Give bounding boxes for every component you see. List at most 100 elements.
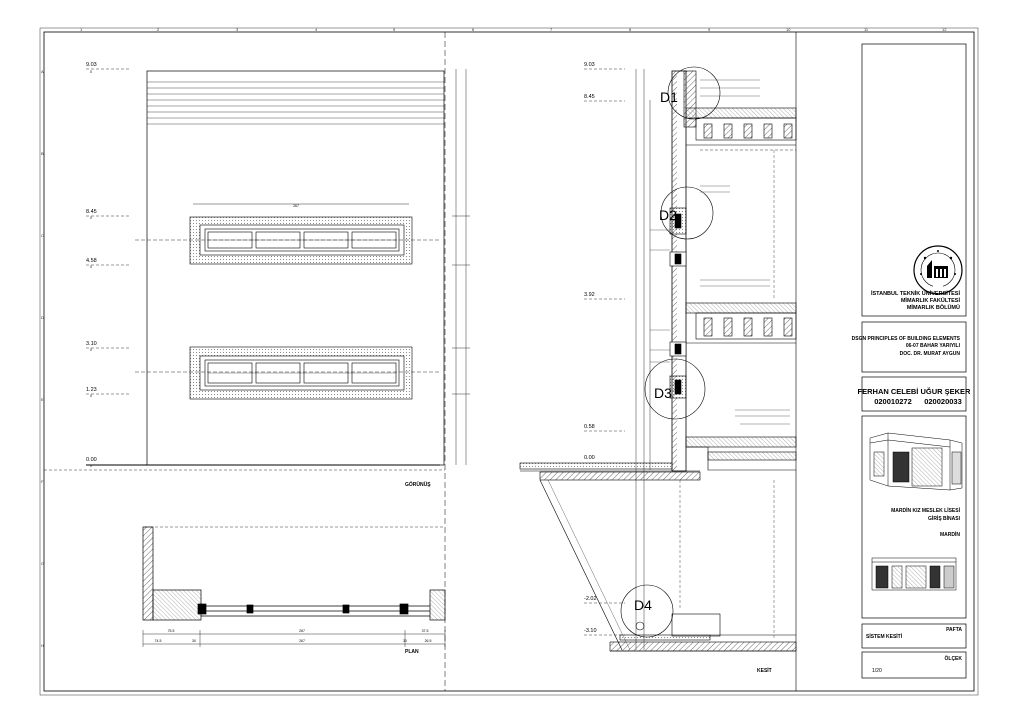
detail-d4-label: D4 (634, 597, 652, 613)
elevation-view: 9.03 8.45 4.58 3.10 1.23 0.00 0 0 0 0 0 … (86, 62, 470, 488)
grid-number: 3 (236, 27, 239, 32)
plan-dimensions (142, 630, 446, 647)
plan-title: PLAN (405, 649, 419, 655)
level-label: 8.45 (86, 209, 97, 215)
detail-d1-circle (667, 66, 721, 120)
level-tick: 0 (90, 348, 92, 352)
facade-outline (146, 70, 445, 466)
level-label: 0.00 (584, 455, 595, 461)
grid-letter: H (41, 643, 44, 648)
plan-dimension: 26.5 (425, 639, 432, 643)
level-tick: 0 (90, 394, 92, 398)
grid-number: 9 (708, 27, 711, 32)
grid-letter: F (41, 479, 44, 484)
level-label: -3.10 (584, 628, 597, 634)
ground-slab (685, 436, 797, 471)
detail-d4-circle (620, 584, 674, 638)
upper-window: 267 (189, 203, 413, 265)
grid-number: 4 (315, 27, 318, 32)
plan-dimension: 30 (192, 639, 196, 643)
plan-view: 75.5 267 37.5 74.5 30 267 30 26.5 PLAN (142, 526, 446, 655)
scale-value: 1/20 (872, 668, 882, 674)
student-id-1: 020010272 (874, 397, 912, 406)
middle-slab (685, 302, 797, 344)
project-building: GİRİŞ BİNASI (928, 515, 961, 522)
level-tick: 0 (90, 216, 92, 220)
student-names: FERHAN CELEBİ UĞUR ŞEKER (858, 387, 972, 396)
grid-letter: G (41, 561, 44, 566)
sheet-label: PAFTA (946, 627, 962, 633)
building-elevation-image (871, 557, 957, 591)
plan-dimension: 267 (299, 639, 305, 643)
grid-number: 10 (786, 27, 791, 32)
window-width-dimension: 267 (293, 204, 299, 208)
detail-d3-label: D3 (654, 385, 672, 401)
university-name: İSTANBUL TEKNİK ÜNİVERSİTESİ (871, 290, 960, 297)
building-perspective-image (869, 432, 963, 491)
level-label: 3.92 (584, 292, 595, 298)
elevation-title: GÖRÜNÜŞ (405, 481, 431, 488)
course-term: 06-07 BAHAR YARIYILI (906, 343, 961, 349)
plan-dimension: 75.5 (168, 629, 175, 633)
level-label: 0.00 (86, 457, 97, 463)
grid-letter: C (41, 233, 44, 238)
sheet-name: SİSTEM KESİTİ (866, 633, 903, 640)
section-dimensions (635, 69, 651, 650)
level-label: 3.10 (86, 341, 97, 347)
level-label: 9.03 (584, 62, 595, 68)
course-instructor: DOC. DR. MURAT AYGUN (900, 351, 961, 357)
grid-number: 6 (472, 27, 475, 32)
student-id-2: 020020033 (924, 397, 962, 406)
detail-d3-circle (644, 358, 706, 420)
plan-dimension: 37.5 (422, 629, 429, 633)
elevation-dimensions (452, 69, 470, 465)
course-name: DSGN PRINCIPLES OF BUILDING ELEMENTS (852, 336, 961, 342)
grid-number: 8 (629, 27, 632, 32)
department-name: MİMARLIK BÖLÜMÜ (907, 304, 960, 311)
lower-window (189, 346, 413, 400)
section-level-markers: 9.03 8.45 3.92 0.58 0.00 -2.02 -3.10 (584, 62, 597, 634)
detail-d2-circle (660, 186, 714, 240)
plan-dimension: 267 (299, 629, 305, 633)
detail-labels: D1 D2 D3 D4 (634, 89, 678, 613)
section-view: 9.03 8.45 3.92 0.58 0.00 -2.02 -3.10 (519, 62, 797, 674)
level-tick: 0 (90, 70, 92, 74)
grid-letter: E (41, 397, 44, 402)
grid-number: 7 (550, 27, 553, 32)
parapet-lines (147, 81, 444, 125)
level-label: 9.03 (86, 62, 97, 68)
grid-letter: D (41, 315, 44, 320)
level-label: 1.23 (86, 387, 97, 393)
grid-number: 2 (157, 27, 160, 32)
grid-number: 5 (393, 27, 396, 32)
plan-dimension: 30 (403, 639, 407, 643)
scale-label: ÖLÇEK (945, 655, 963, 662)
foundation (609, 613, 797, 652)
grid-letter: A (41, 69, 44, 74)
detail-callouts (620, 66, 721, 638)
level-tick: 0 (90, 265, 92, 269)
level-tick: 0 (90, 464, 92, 468)
grid-number: 12 (942, 27, 947, 32)
plan-dimension: 74.5 (155, 639, 162, 643)
level-label: 4.58 (86, 258, 97, 264)
detail-d1-label: D1 (660, 89, 678, 105)
faculty-name: MİMARLIK FAKÜLTESİ (901, 297, 961, 304)
project-name: MARDİN KIZ MESLEK LİSESİ (891, 507, 961, 514)
project-city: MARDİN (940, 531, 960, 538)
grid-number: 1 (80, 27, 83, 32)
grid-letter: B (41, 151, 44, 156)
sheet-frame (39, 27, 979, 696)
grid-reference-numbers: 1 2 3 4 5 6 7 8 9 10 11 12 (80, 27, 947, 32)
section-title: KESİT (757, 667, 772, 674)
title-block: İSTANBUL TEKNİK ÜNİVERSİTESİ MİMARLIK FA… (852, 43, 972, 679)
grid-reference-letters: A B C D E F G H (41, 69, 44, 648)
elevation-level-markers: 9.03 8.45 4.58 3.10 1.23 0.00 0 0 0 0 0 … (86, 62, 97, 468)
upper-slab (685, 107, 797, 151)
grid-number: 11 (864, 27, 869, 32)
level-label: 8.45 (584, 94, 595, 100)
level-label: 0.58 (584, 424, 595, 430)
detail-d2-label: D2 (659, 207, 677, 223)
section-windows (669, 207, 687, 399)
